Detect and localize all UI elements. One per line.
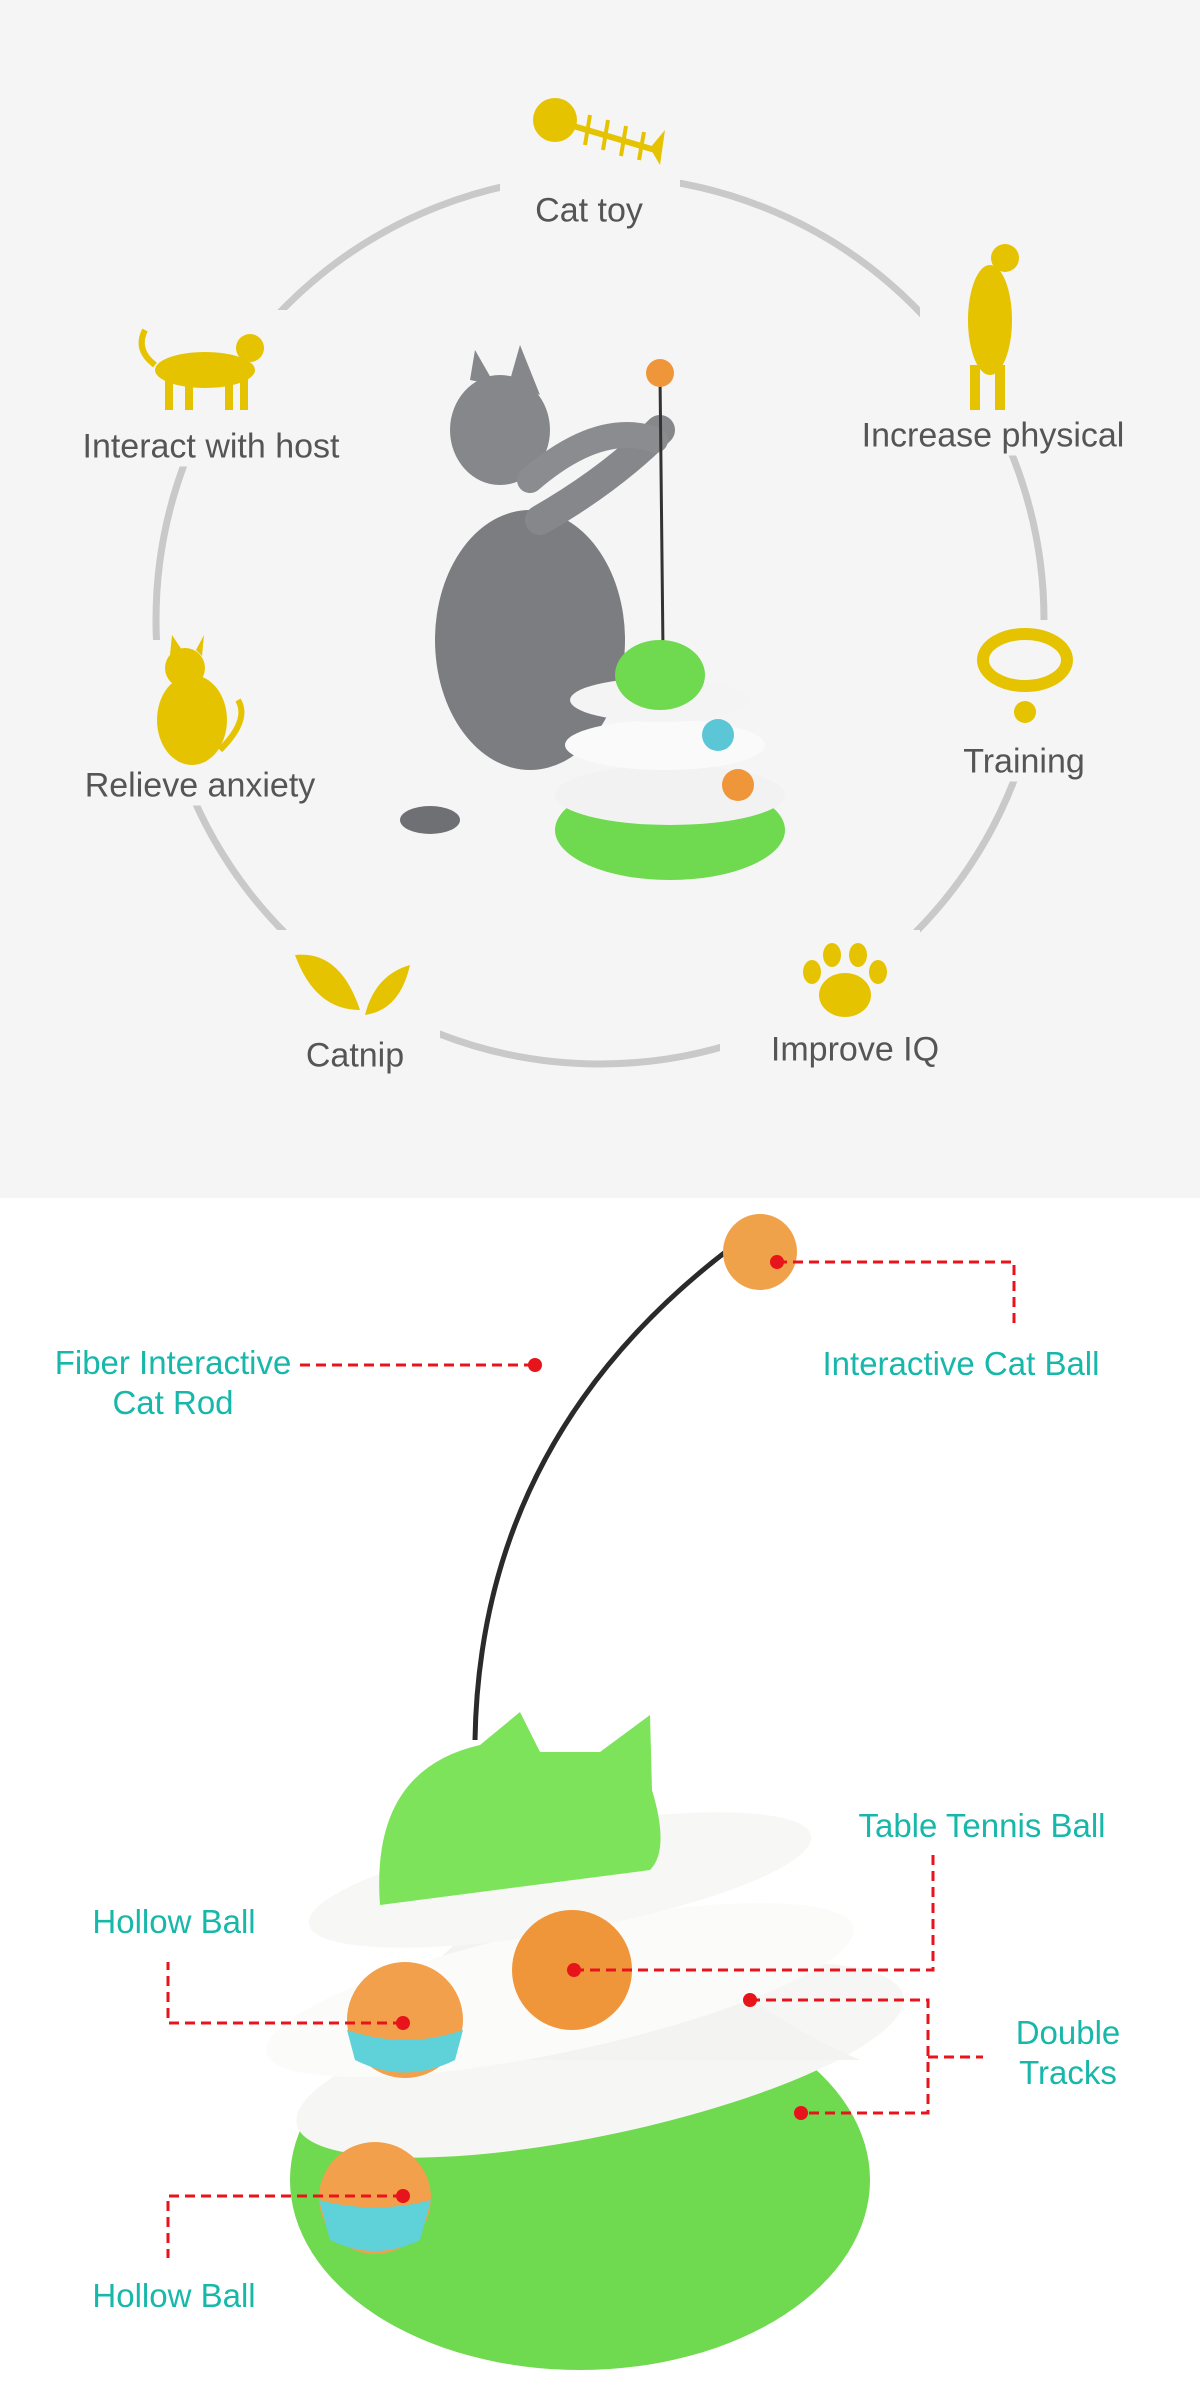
feature-label-catnip: Catnip xyxy=(295,1036,415,1076)
callout-hollow-ball-bottom: Hollow Ball xyxy=(92,2277,256,2314)
feature-label-cat-toy: Cat toy xyxy=(525,191,653,231)
callout-fiber-rod-line1: Fiber Interactive xyxy=(54,1344,292,1381)
standing-cat-icon xyxy=(968,244,1019,410)
callout-hollow-ball-top: Hollow Ball xyxy=(92,1903,256,1940)
cat-playing-with-toy-photo xyxy=(400,345,785,880)
paw-icon xyxy=(803,943,887,1017)
feature-label-relieve-anxiety: Relieve anxiety xyxy=(74,766,326,806)
callout-tracks-line2: Tracks xyxy=(1019,2054,1117,2091)
features-panel: Cat toy Increase physical Training Impro… xyxy=(0,0,1200,1198)
callout-cat-ball: Interactive Cat Ball xyxy=(822,1345,1100,1382)
callout-tennis-ball: Table Tennis Ball xyxy=(858,1807,1106,1844)
callout-tracks-line1: Double xyxy=(1015,2014,1121,2051)
leaf-icon xyxy=(295,954,410,1015)
collar-icon xyxy=(977,628,1073,723)
feature-label-interact-with-host: Interact with host xyxy=(72,427,350,467)
callout-double-tracks: Double Tracks xyxy=(1016,2013,1121,2093)
feature-label-training: Training xyxy=(953,742,1095,782)
walking-cat-icon xyxy=(138,328,264,410)
callout-fiber-rod-line2: Cat Rod xyxy=(112,1384,234,1421)
sitting-cat-icon xyxy=(157,635,245,765)
features-graphics xyxy=(120,90,1090,1070)
callout-fiber-rod: Fiber Interactive Cat Rod xyxy=(55,1343,292,1423)
fishbone-icon xyxy=(533,98,665,165)
feature-label-improve-iq: Improve IQ xyxy=(760,1030,950,1070)
feature-label-increase-physical: Increase physical xyxy=(851,416,1135,456)
